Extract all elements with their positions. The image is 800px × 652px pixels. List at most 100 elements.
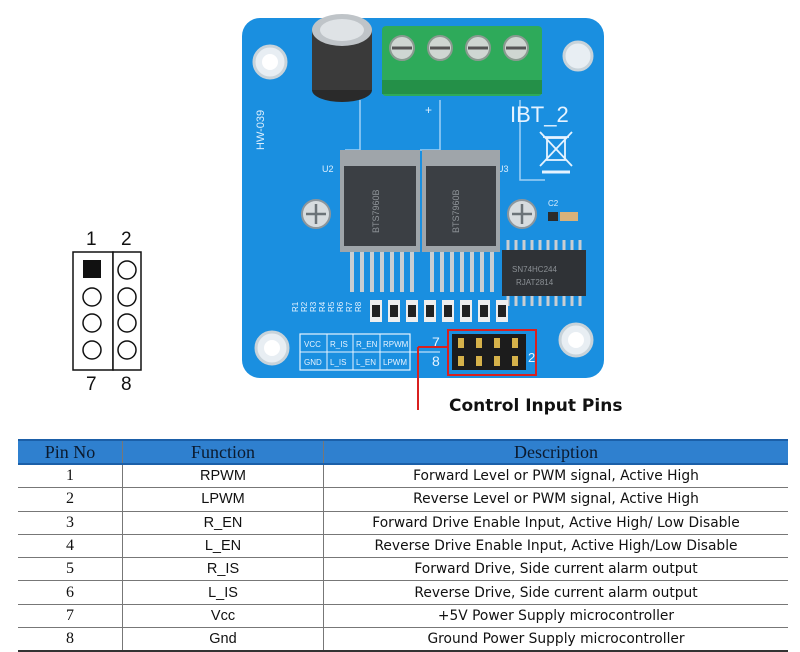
ic-text-1: SN74HC244 bbox=[512, 265, 557, 274]
function-cell: Gnd bbox=[122, 627, 324, 652]
description-cell: Ground Power Supply microcontroller bbox=[323, 627, 788, 652]
table-header-row: Pin No Function Description bbox=[18, 439, 788, 465]
description-cell: Forward Level or PWM signal, Active High bbox=[323, 464, 788, 489]
function-cell: R_IS bbox=[122, 557, 324, 582]
description-cell: Reverse Drive Enable Input, Active High/… bbox=[323, 534, 788, 559]
pin-3-icon bbox=[82, 287, 102, 307]
model-label: IBT_2 bbox=[510, 102, 569, 127]
resistor-label: R2 bbox=[300, 301, 309, 312]
resistor-label: R4 bbox=[318, 301, 327, 312]
screw-right-icon bbox=[507, 199, 537, 229]
pin-cell: 8 bbox=[18, 627, 123, 652]
function-cell: R_EN bbox=[122, 511, 324, 535]
resistor-label: R5 bbox=[327, 301, 336, 312]
pin-label-8: 8 bbox=[121, 374, 132, 395]
silkscreen-label: L_IS bbox=[330, 358, 346, 367]
resistor-label: R7 bbox=[345, 301, 354, 312]
mosfet-left bbox=[340, 150, 420, 292]
pin-cell: 5 bbox=[18, 557, 123, 582]
function-cell: RPWM bbox=[122, 464, 324, 489]
header-function: Function bbox=[122, 439, 324, 465]
resistor-label: R6 bbox=[336, 301, 345, 312]
mounting-hole-bottom-right bbox=[558, 322, 594, 358]
pin-cell: 2 bbox=[18, 487, 123, 512]
c2-label: C2 bbox=[548, 199, 559, 208]
pin-header-diagram bbox=[72, 251, 142, 371]
pin-8-icon bbox=[117, 340, 137, 360]
pin-1-square-icon bbox=[83, 260, 101, 278]
description-cell: Reverse Drive, Side current alarm output bbox=[323, 580, 788, 605]
pin-cell: 1 bbox=[18, 464, 123, 489]
pin-label-2: 2 bbox=[121, 229, 132, 250]
pin-4-icon bbox=[117, 287, 137, 307]
description-cell: Forward Drive, Side current alarm output bbox=[323, 557, 788, 582]
mounting-hole-top-left bbox=[252, 44, 288, 80]
silkscreen-label: L_EN bbox=[356, 358, 376, 367]
screw-terminal-block bbox=[382, 26, 542, 96]
ibt2-board-illustration: + IBT_2 HW-039 U2 U3 BTS7960B bbox=[72, 14, 604, 410]
control-pin-header bbox=[452, 334, 526, 370]
header-pin-no: Pin No bbox=[18, 439, 123, 465]
silkscreen-label: VCC bbox=[304, 340, 321, 349]
function-cell: L_IS bbox=[122, 580, 324, 605]
pin-2-icon bbox=[117, 260, 137, 280]
ic-text-2: RJAT2814 bbox=[516, 278, 554, 287]
pin-cell: 6 bbox=[18, 580, 123, 605]
mounting-hole-bottom-left bbox=[254, 330, 290, 366]
resistor-row bbox=[370, 300, 508, 322]
pin-label-1: 1 bbox=[86, 229, 97, 250]
silkscreen-label: R_EN bbox=[356, 340, 378, 349]
pin-5-icon bbox=[82, 313, 102, 333]
plus-label: + bbox=[425, 103, 432, 117]
callout-box bbox=[447, 329, 537, 376]
pin-label-silkscreen bbox=[299, 333, 440, 371]
silkscreen-label: GND bbox=[304, 358, 322, 367]
silkscreen-top-row: VCC R_IS R_EN RPWM bbox=[304, 340, 409, 349]
resistor-label: R1 bbox=[291, 301, 300, 312]
pin-cell: 4 bbox=[18, 534, 123, 559]
pin-label-7: 7 bbox=[86, 374, 97, 395]
electrolytic-capacitor bbox=[312, 14, 372, 102]
pin-cell: 3 bbox=[18, 511, 123, 535]
control-input-pins-label: Control Input Pins bbox=[449, 396, 623, 416]
u3-label: U3 bbox=[497, 164, 509, 174]
header-number-2: 2 bbox=[528, 350, 535, 365]
pin-6-icon bbox=[117, 313, 137, 333]
description-cell: Forward Drive Enable Input, Active High/… bbox=[323, 511, 788, 535]
weee-bin-icon bbox=[539, 131, 573, 174]
pin-cell: 7 bbox=[18, 604, 123, 629]
side-label: HW-039 bbox=[255, 110, 267, 150]
silkscreen-bottom-row: GND L_IS L_EN LPWM bbox=[304, 358, 407, 367]
resistor-label: R8 bbox=[354, 301, 363, 312]
function-cell: LPWM bbox=[122, 487, 324, 512]
header-number-7: 7 bbox=[432, 334, 440, 350]
header-description: Description bbox=[323, 439, 788, 465]
resistor-label: R3 bbox=[309, 301, 318, 312]
mounting-hole-top-right bbox=[562, 40, 594, 72]
description-cell: +5V Power Supply microcontroller bbox=[323, 604, 788, 629]
header-number-8: 8 bbox=[432, 353, 440, 369]
logic-ic bbox=[502, 240, 586, 306]
u2-label: U2 bbox=[322, 164, 334, 174]
function-cell: Vcc bbox=[122, 604, 324, 629]
mosfet-left-text: BTS7960B bbox=[371, 189, 381, 233]
silkscreen-label: R_IS bbox=[330, 340, 348, 349]
silkscreen-label: LPWM bbox=[383, 358, 407, 367]
pin-7-icon bbox=[82, 340, 102, 360]
function-cell: L_EN bbox=[122, 534, 324, 559]
mosfet-right bbox=[422, 150, 500, 292]
screw-left-icon bbox=[301, 199, 331, 229]
silkscreen-label: RPWM bbox=[383, 340, 409, 349]
mosfet-right-text: BTS7960B bbox=[451, 189, 461, 233]
description-cell: Reverse Level or PWM signal, Active High bbox=[323, 487, 788, 512]
